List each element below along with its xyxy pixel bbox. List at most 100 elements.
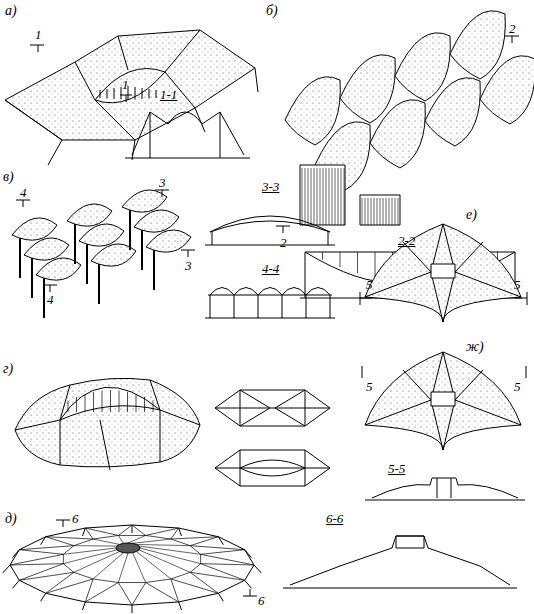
cut-number: 5	[514, 278, 521, 291]
arch-hatching	[136, 394, 137, 412]
column-hatching	[360, 195, 400, 225]
radial-cable-dome	[190, 572, 245, 580]
cut-number: 5	[514, 380, 521, 393]
radial-cable-dome	[171, 579, 179, 602]
folded-saddle-roof	[5, 30, 258, 165]
radial-cable-dome	[118, 535, 123, 543]
section-4-4	[210, 288, 234, 296]
radial-cable-dome	[10, 564, 63, 565]
barrel-shell-roof	[12, 190, 191, 318]
column-hatching	[395, 198, 396, 225]
saddle-shell-roof	[285, 11, 534, 190]
arch-hatching	[110, 390, 111, 412]
radial-cable-dome	[85, 579, 93, 602]
radial-cable-dome	[46, 537, 74, 546]
radial-cable-dome	[190, 572, 218, 593]
column-hatching	[305, 168, 306, 225]
saddle-shell-roof	[340, 55, 395, 123]
barrel-shell-roof	[146, 230, 191, 252]
column-hatching	[365, 198, 366, 225]
radial-cable-dome	[218, 593, 223, 601]
section-label: 6-6	[326, 512, 343, 525]
arch-hatching	[68, 400, 69, 412]
section-6-6	[290, 536, 510, 585]
section-1-1	[132, 112, 244, 155]
section-5-5	[365, 478, 525, 500]
barrel-shell-roof	[31, 258, 33, 298]
radial-cable-dome	[133, 539, 171, 543]
column-hatching	[389, 198, 390, 225]
folded-saddle-roof	[48, 68, 258, 165]
cut-number: 4	[47, 293, 54, 306]
radial-cable-dome	[74, 545, 117, 546]
cut-number: 1	[122, 78, 129, 91]
star-shell-roof	[431, 264, 455, 278]
section-1-1	[125, 112, 250, 158]
cut-number: 6	[72, 512, 79, 525]
cut-marker	[360, 292, 527, 378]
cut-number: 6	[258, 594, 265, 607]
dome-hatching	[121, 87, 122, 100]
dome-hatching	[156, 90, 157, 98]
radial-cable-dome	[74, 552, 120, 573]
radial-cable-dome	[136, 552, 170, 579]
radial-cable-dome	[13, 550, 20, 558]
star-shell-roof	[431, 392, 455, 406]
section-6-6	[283, 536, 517, 588]
column-hatching	[341, 168, 342, 225]
barrel-shell-roof	[122, 190, 167, 212]
folded-saddle-roof	[5, 30, 200, 140]
cut-marker	[276, 36, 519, 233]
cut-number: 3	[159, 176, 166, 189]
column-hatching	[383, 198, 384, 225]
saddle-shell-roof	[450, 11, 505, 79]
section-3-3	[205, 232, 335, 245]
radial-cable-dome	[136, 544, 190, 545]
column-hatching	[386, 198, 387, 225]
radial-cable-dome	[46, 579, 93, 593]
radial-cable-dome	[63, 548, 116, 554]
barrel-shell-roof	[67, 204, 112, 226]
dome-hatching	[149, 89, 150, 99]
section-2-2	[322, 252, 323, 260]
section-4-4	[205, 288, 335, 319]
radial-cable-dome	[171, 579, 218, 593]
radial-cable-dome	[41, 593, 46, 601]
umbrella-shell-roof	[15, 380, 200, 470]
variant-letter: г)	[3, 362, 13, 376]
variant-letter: в)	[3, 170, 14, 184]
radial-cable-dome	[3, 525, 262, 613]
dome-hatching	[135, 87, 136, 100]
radial-cable-dome	[118, 553, 128, 583]
cut-marker	[16, 190, 195, 292]
saddle-shell-roof	[480, 56, 534, 124]
variant-letter: а)	[5, 4, 17, 18]
saddle-shell-roof	[395, 33, 450, 101]
section-6-6	[283, 536, 517, 588]
column-hatching	[371, 198, 372, 225]
column-hatching	[317, 168, 318, 225]
radial-cable-dome	[85, 528, 93, 539]
plan-views	[215, 390, 330, 426]
plan-views	[215, 390, 330, 486]
column-hatching	[329, 168, 330, 225]
arch-hatching	[102, 390, 103, 412]
section-4-4	[258, 295, 259, 318]
arch-hatching	[68, 390, 153, 412]
arch-hatching	[127, 392, 128, 412]
cut-number: 3	[185, 259, 192, 272]
section-2-2	[340, 252, 341, 267]
section-label: 4-4	[262, 262, 279, 275]
section-4-4	[234, 288, 258, 296]
barrel-shell-roof	[24, 238, 69, 260]
radial-cable-dome	[93, 539, 119, 544]
cut-number: 2	[509, 22, 516, 35]
column-hatching	[300, 165, 400, 225]
section-4-4	[306, 288, 330, 296]
radial-cable-dome	[10, 554, 63, 565]
section-3-3	[205, 216, 335, 245]
barrel-shell-roof	[98, 264, 100, 304]
section-4-4	[205, 318, 335, 319]
folded-saddle-roof	[5, 30, 255, 140]
column-hatching	[335, 168, 336, 225]
